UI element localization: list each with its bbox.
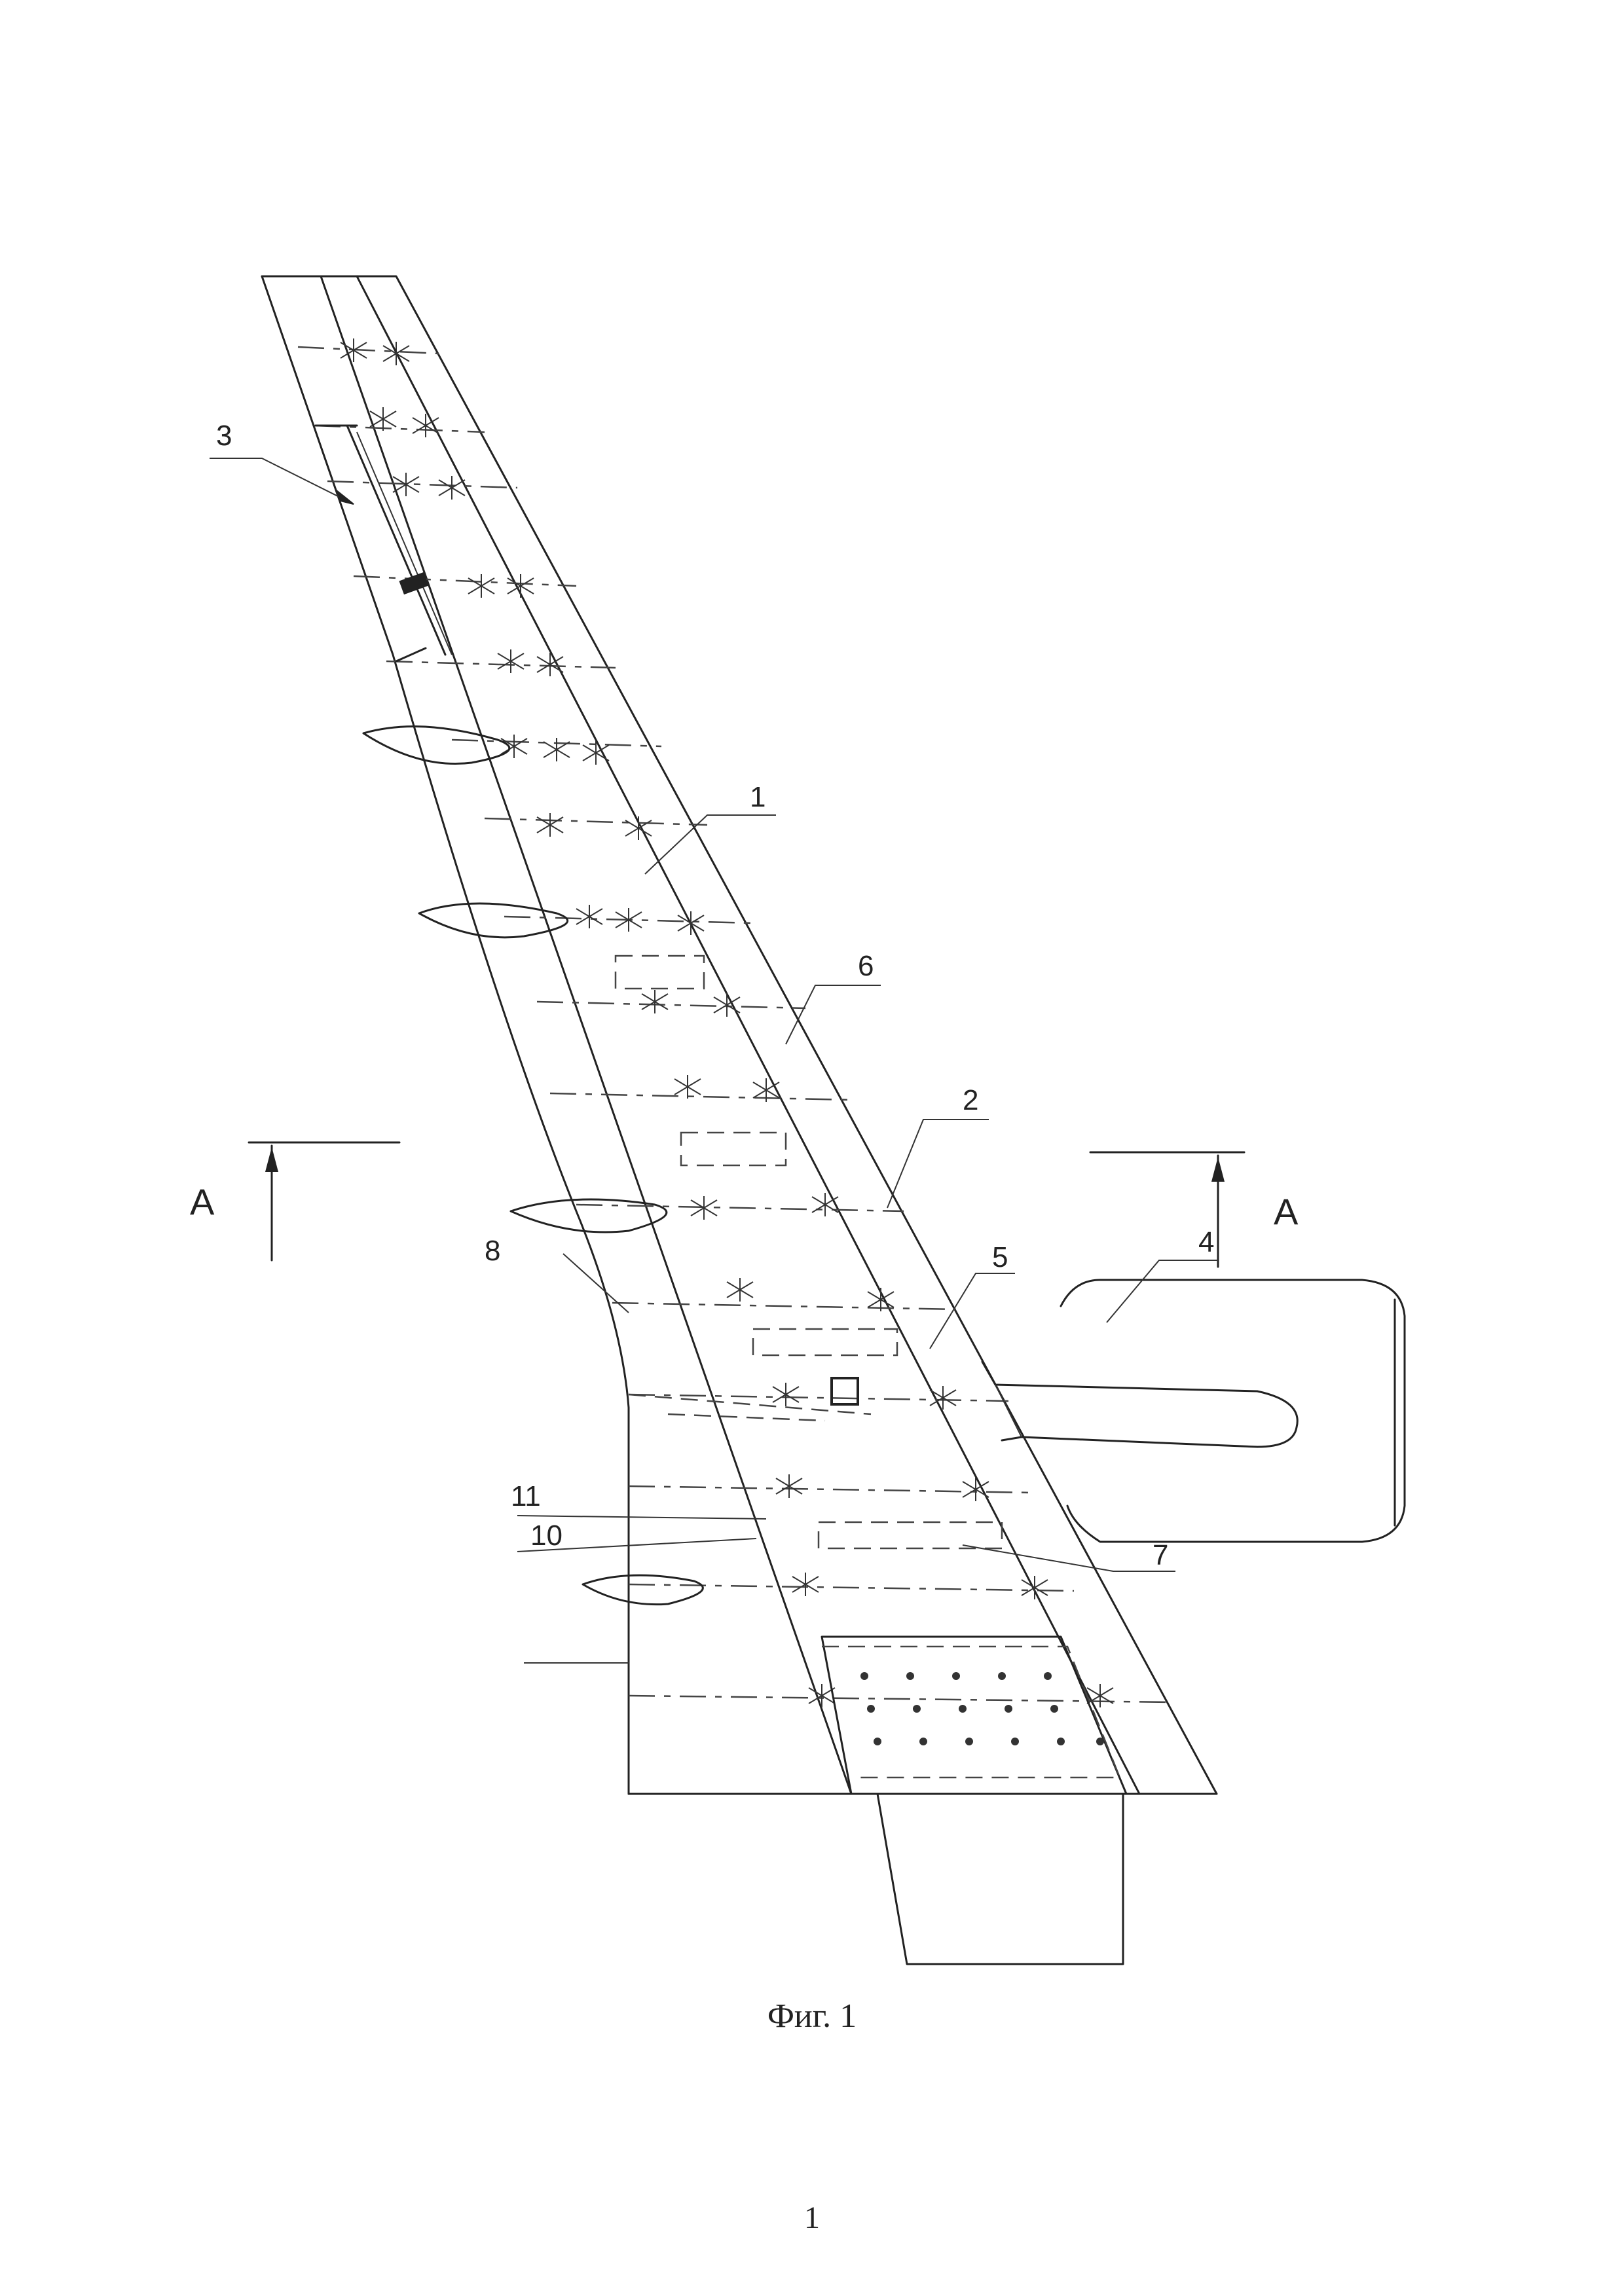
label-4: 4 <box>1198 1226 1214 1258</box>
label-1: 1 <box>750 781 766 813</box>
internal-structure <box>614 955 1003 1550</box>
label-8: 8 <box>485 1235 500 1267</box>
label-7: 7 <box>1153 1539 1168 1571</box>
label-6: 6 <box>858 950 874 982</box>
perforated-panel <box>821 1635 1128 1795</box>
wing-outline <box>261 275 1218 1965</box>
label-11: 11 <box>511 1480 541 1512</box>
label-2: 2 <box>963 1084 978 1116</box>
leader-lines <box>210 458 1218 1664</box>
label-3: 3 <box>216 420 232 452</box>
section-label-left: A <box>190 1181 215 1222</box>
rib-lines <box>297 346 1173 1704</box>
flap-track-fairings <box>362 725 704 1606</box>
page-number: 1 <box>804 2200 820 2235</box>
section-marker <box>248 1141 1246 1268</box>
figure-caption: Фиг. 1 <box>767 1997 857 2035</box>
fastener-marks <box>340 338 1114 1707</box>
label-10: 10 <box>530 1520 563 1552</box>
aileron-actuator <box>314 424 452 663</box>
engine-nacelle <box>981 1279 1406 1543</box>
part-labels: 3 1 6 2 8 5 4 11 10 7 A A <box>190 420 1299 1571</box>
label-5: 5 <box>992 1241 1008 1273</box>
section-label-right: A <box>1274 1191 1299 1232</box>
